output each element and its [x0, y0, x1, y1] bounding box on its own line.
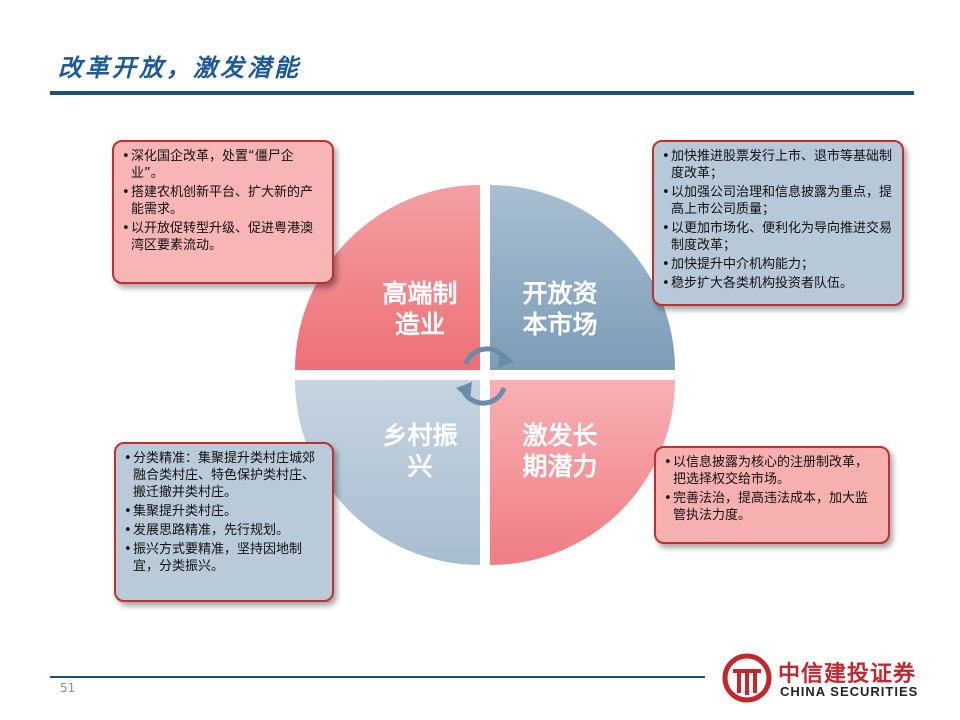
- callout-box-rural: 分类精准：集聚提升类村庄城郊融合类村庄、特色保护类村庄、搬迁撤并类村庄。 集聚提…: [114, 442, 334, 602]
- callout-box-manufacturing: 深化国企改革，处置“僵尸企业”。 搭建农机创新平台、扩大新的产能需求。 以开放促…: [112, 140, 334, 284]
- quadrant-label-rural: 乡村振 兴: [365, 420, 475, 482]
- page-number: 51: [60, 681, 76, 695]
- callout-item: 搭建农机创新平台、扩大新的产能需求。: [122, 184, 324, 218]
- callout-item: 以更加市场化、便利化为导向推进交易制度改革；: [662, 220, 894, 254]
- quadrant-label-line: 乡村振 兴: [382, 421, 458, 481]
- quadrant-label-line: 高端制 造业: [382, 279, 458, 339]
- quadrant-label-potential: 激发长 期潜力: [505, 420, 615, 482]
- callout-box-potential: 以信息披露为核心的注册制改革，把选择权交给市场。 完善法治，提高违法成本，加大监…: [654, 446, 890, 544]
- quadrant-label-line: 开放资 本市场: [522, 279, 598, 339]
- callout-item: 深化国企改革，处置“僵尸企业”。: [122, 148, 324, 182]
- callout-item: 完善法治，提高违法成本，加大监管执法力度。: [664, 490, 880, 524]
- quadrant-bottom-right: [490, 380, 675, 565]
- quadrant-top-left: [295, 185, 480, 370]
- callout-item: 以加强公司治理和信息披露为重点，提高上市公司质量；: [662, 184, 894, 218]
- title-divider: [50, 91, 914, 95]
- page-title: 改革开放，激发潜能: [58, 54, 301, 82]
- callout-item: 以信息披露为核心的注册制改革，把选择权交给市场。: [664, 454, 880, 488]
- quadrant-label-line: 激发长 期潜力: [522, 421, 598, 481]
- callout-item: 加快提升中介机构能力；: [662, 256, 894, 273]
- brand-name-cn: 中信建投证券: [778, 662, 917, 687]
- callout-item: 加快推进股票发行上市、退市等基础制度改革；: [662, 148, 894, 182]
- callout-item: 振兴方式要精准，坚持因地制宜，分类振兴。: [124, 541, 324, 575]
- quadrant-label-capital-market: 开放资 本市场: [505, 278, 615, 340]
- callout-box-capital-market: 加快推进股票发行上市、退市等基础制度改革； 以加强公司治理和信息披露为重点，提高…: [652, 140, 904, 306]
- callout-item: 集聚提升类村庄。: [124, 503, 324, 520]
- footer-divider: [50, 676, 705, 678]
- callout-item: 发展思路精准，先行规划。: [124, 522, 324, 539]
- quadrant-top-right: [490, 185, 675, 370]
- quadrant-label-manufacturing: 高端制 造业: [365, 278, 475, 340]
- callout-item: 分类精准：集聚提升类村庄城郊融合类村庄、特色保护类村庄、搬迁撤并类村庄。: [124, 450, 324, 501]
- callout-item: 稳步扩大各类机构投资者队伍。: [662, 275, 894, 292]
- brand-name-en: CHINA SECURITIES: [780, 684, 919, 699]
- citic-logo-icon: [722, 653, 772, 703]
- callout-item: 以开放促转型升级、促进粤港澳湾区要素流动。: [122, 220, 324, 254]
- quadrant-bottom-left: [295, 380, 480, 565]
